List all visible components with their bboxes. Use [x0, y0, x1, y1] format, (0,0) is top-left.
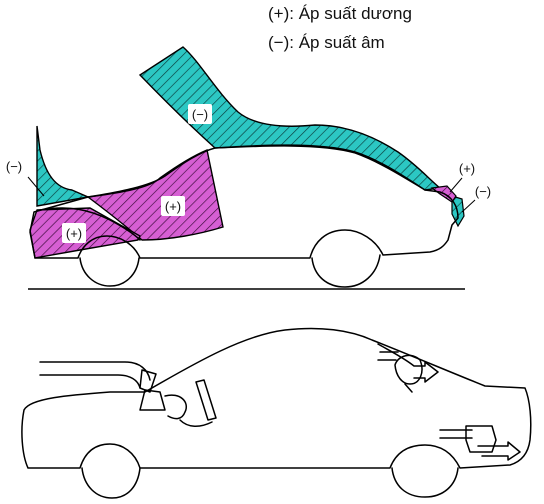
lower-exhaust-vent [465, 425, 497, 453]
intake-arrow-2 [39, 374, 141, 389]
intake-duct [139, 389, 166, 411]
label-rear-positive: (+) [459, 161, 475, 176]
leader-rear-negative [461, 199, 476, 213]
intake-arrow-1 [39, 361, 151, 381]
label-windshield-positive: (+) [165, 199, 181, 214]
upper-exhaust-arrow [377, 343, 439, 383]
leader-rear-positive [449, 177, 463, 193]
front-wheel-top [79, 257, 140, 287]
dashboard-curve [164, 394, 187, 420]
front-wheel-bottom [81, 467, 141, 499]
label-rear-negative: (−) [475, 184, 491, 199]
label-left-negative: (−) [6, 159, 22, 174]
legend-positive-pressure: (+): Áp suất dương [268, 4, 412, 23]
bottom-car-diagram [21, 327, 532, 499]
upper-exhaust-lines [377, 351, 413, 393]
hood-line [39, 207, 141, 241]
negative-pressure-region-front [36, 125, 91, 207]
airflow-curve [179, 419, 213, 427]
legend-negative-pressure: (−): Áp suất âm [268, 33, 385, 52]
rear-wheel-top [311, 254, 381, 288]
rear-wheel-bottom [391, 467, 459, 498]
upper-exhaust-vent [394, 354, 423, 385]
label-roof-negative: (−) [192, 107, 208, 122]
label-front-positive: (+) [66, 226, 82, 241]
leader-left-negative [27, 176, 45, 197]
top-car-diagram: (−) (−) (+) (+) (+) (−) [6, 46, 491, 290]
car-body-outline-top [29, 144, 459, 259]
lower-exhaust-arrow [439, 429, 521, 461]
steering-wheel [195, 379, 217, 421]
intake-arrowhead [139, 369, 157, 393]
car-body-outline-bottom [21, 327, 532, 469]
